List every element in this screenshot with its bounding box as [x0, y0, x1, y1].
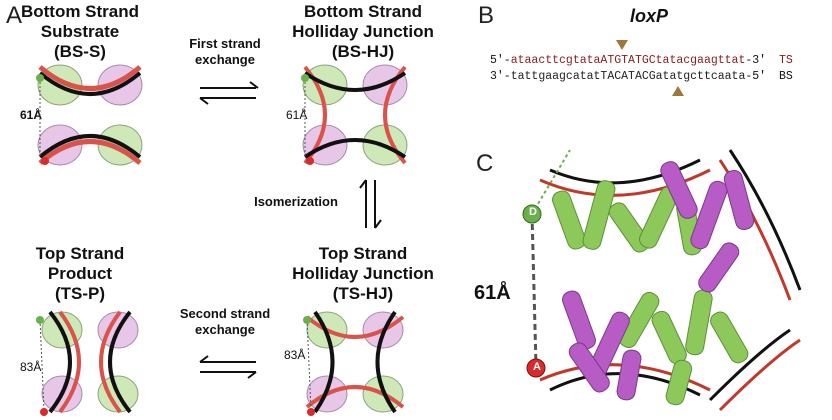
- fret-distance: 61Å: [474, 282, 511, 305]
- bottom-strand-seq: tattgaagcatatTACATACGatatgcttcaata: [511, 70, 746, 83]
- top-cleavage-marker: [616, 40, 630, 52]
- acceptor-label: A: [531, 361, 543, 373]
- bottom-strand-prefix: 3'-: [490, 70, 511, 83]
- top-strand-label: TS: [779, 54, 793, 67]
- first-exchange-arrows: [200, 82, 258, 104]
- green-helices: [550, 179, 751, 407]
- panel-c-structure: [470, 140, 832, 420]
- bss-complex: [36, 65, 142, 165]
- panel-b-letter: B: [478, 2, 494, 30]
- bottom-strand-label: BS: [779, 70, 793, 83]
- donor-label: D: [527, 206, 539, 218]
- top-strand-seq: ataacttcgtataATGTATGCtatacgaagttat: [511, 54, 746, 67]
- loxp-title: loxP: [630, 6, 668, 27]
- bottom-strand-suffix: -5': [745, 70, 766, 83]
- bottom-strand-row: 3'-tattgaagcatatTACATACGatatgcttcaata-5'…: [490, 70, 793, 83]
- tshj-complex: [303, 312, 403, 416]
- top-strand-suffix: -3': [745, 54, 766, 67]
- top-strand-row: 5'-ataacttcgtataATGTATGCtatacgaagttat-3'…: [490, 54, 793, 67]
- second-exchange-arrows: [200, 356, 256, 378]
- panel-a-schematic: [0, 0, 470, 420]
- bshj-complex: [301, 65, 407, 165]
- isomerization-arrows: [360, 180, 381, 228]
- tsp-complex: [36, 312, 138, 416]
- bottom-cleavage-marker: [672, 86, 686, 98]
- top-strand-prefix: 5'-: [490, 54, 511, 67]
